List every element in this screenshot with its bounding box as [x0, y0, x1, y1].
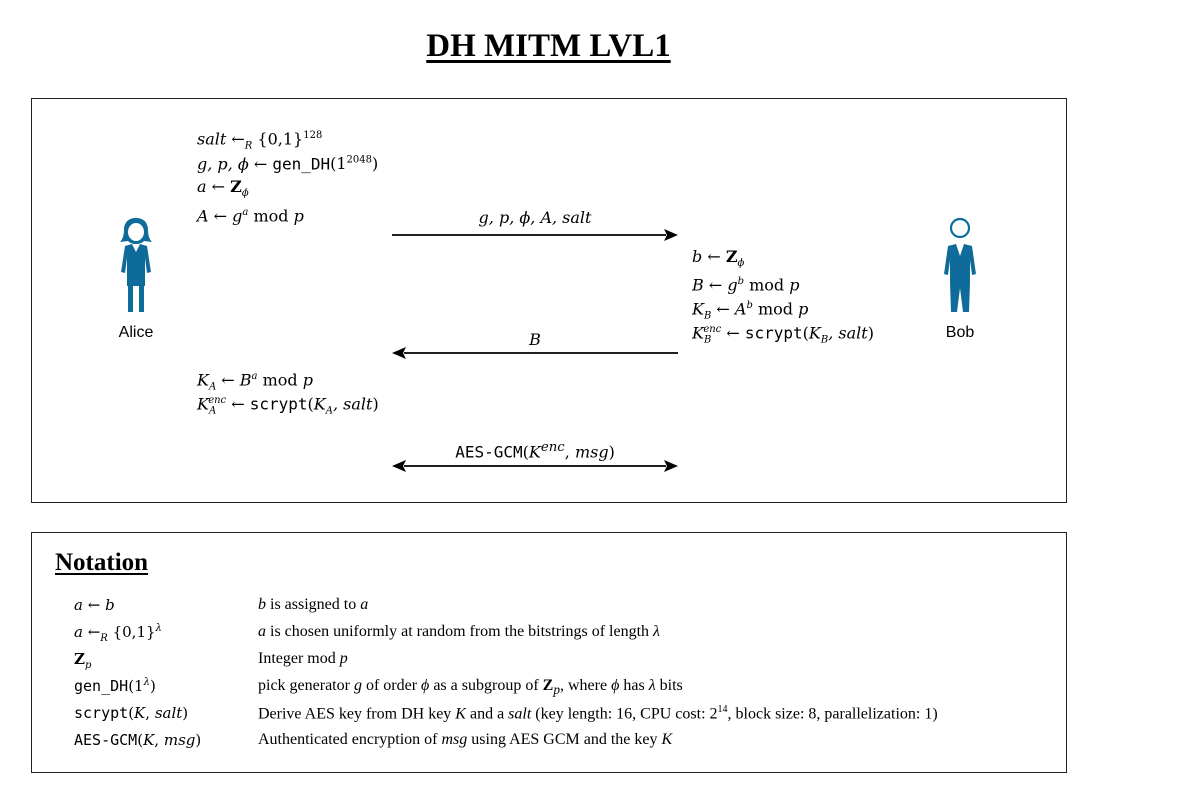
- bob-person-icon: [944, 217, 976, 312]
- message-2-label: B: [529, 330, 541, 349]
- bob-step-scrypt: KBenc ← scrypt(KB, salt): [692, 323, 874, 346]
- message-3-label: AES-GCM(Kenc, msg): [455, 440, 615, 462]
- notation-box: [31, 532, 1067, 773]
- protocol-diagram-box: [31, 98, 1067, 503]
- bob-step-compute-KB: KB ← Ab mod p: [692, 299, 809, 322]
- notation-desc-assign: b is assigned to a: [258, 596, 369, 613]
- notation-desc-random: a is chosen uniformly at random from the…: [258, 623, 660, 640]
- notation-desc-aes-gcm: Authenticated encryption of msg using AE…: [258, 731, 673, 748]
- alice-step-compute-A: A ← ga mod p: [197, 206, 304, 226]
- notation-symbol-zp: Zp: [74, 650, 92, 671]
- message-1-label: g, p, ϕ, A, salt: [478, 208, 592, 227]
- notation-desc-gen-dh: pick generator g of order ϕ as a subgrou…: [258, 677, 683, 698]
- notation-symbol-gen-dh: gen_DH(1λ): [74, 677, 156, 695]
- notation-symbol-scrypt: scrypt(K, salt): [74, 704, 189, 722]
- alice-label: Alice: [118, 324, 154, 341]
- bob-label: Bob: [945, 324, 975, 341]
- notation-title: Notation: [55, 549, 149, 576]
- message-1-arrow: [392, 229, 678, 241]
- alice-step-choose-a: a ← Zϕ: [197, 177, 249, 200]
- alice-step-salt: salt ←R {0,1}128: [197, 129, 323, 152]
- message-2-arrow: [392, 347, 678, 359]
- alice-step-compute-KA: KA ← Ba mod p: [197, 370, 313, 393]
- alice-step-gen-dh: g, p, ϕ ← gen_DH(12048): [197, 154, 379, 174]
- alice-person-icon: [120, 218, 152, 312]
- bob-step-compute-B: B ← gb mod p: [692, 275, 800, 295]
- notation-symbol-random: a ←R {0,1}λ: [74, 623, 162, 644]
- notation-symbol-aes-gcm: AES-GCM(K, msg): [74, 731, 202, 749]
- notation-desc-zp: Integer mod p: [258, 650, 348, 667]
- message-3-arrow: [392, 460, 678, 472]
- page-title: DH MITM LVL1: [426, 28, 671, 64]
- notation-desc-scrypt: Derive AES key from DH key K and a salt …: [258, 704, 938, 723]
- notation-symbol-assign: a ← b: [74, 596, 115, 614]
- bob-step-choose-b: b ← Zϕ: [692, 247, 745, 270]
- alice-step-scrypt: KAenc ← scrypt(KA, salt): [197, 394, 379, 417]
